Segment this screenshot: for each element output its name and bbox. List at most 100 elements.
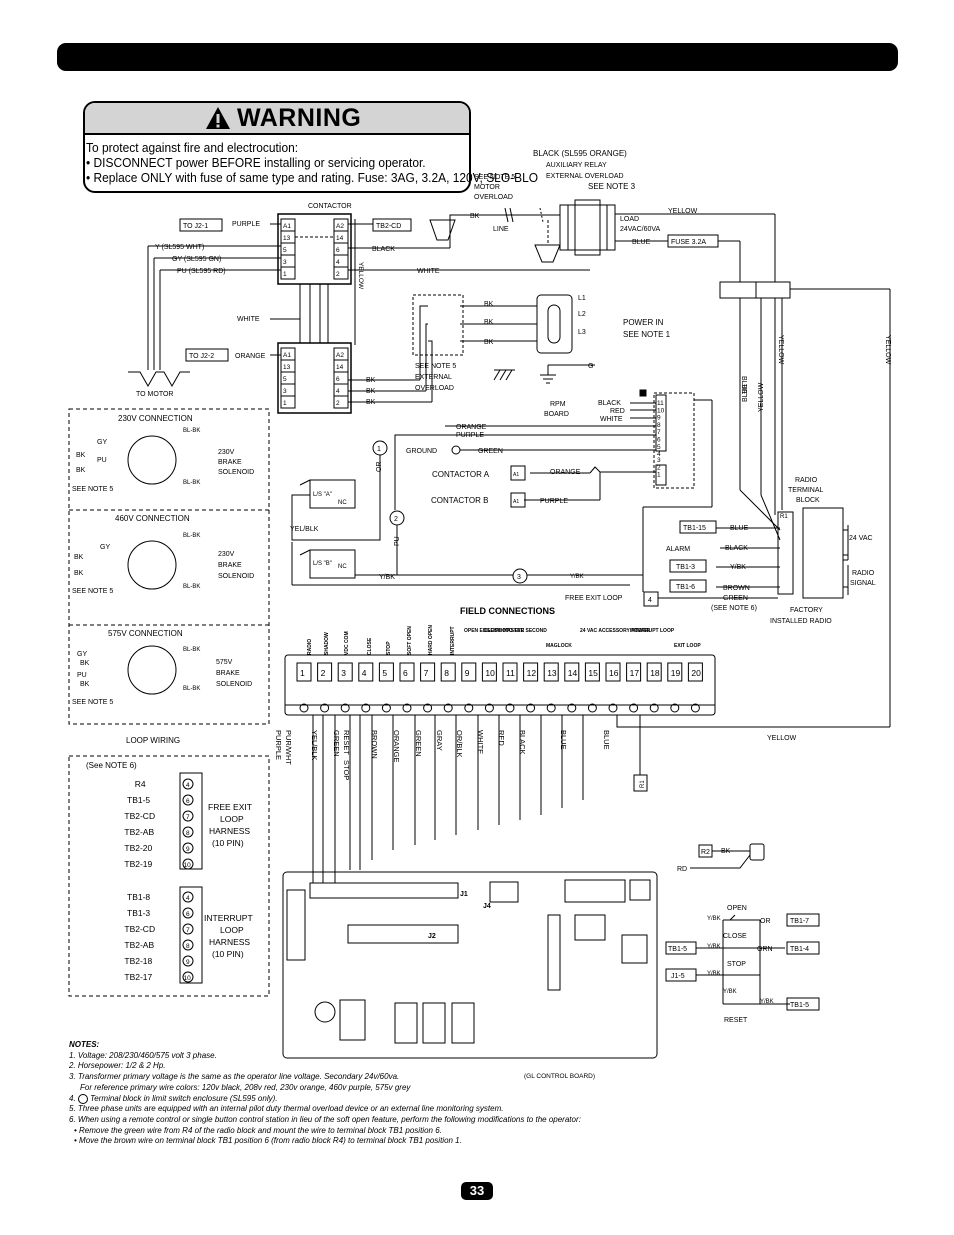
terminal-strip [284, 654, 716, 716]
terminal-header: SOFT OPEN [407, 626, 413, 655]
harness-pin-number: 4 [186, 782, 190, 789]
see-note-5-ext: SEE NOTE 5 [415, 363, 456, 370]
ls-a-nc: NC [338, 500, 347, 506]
harness-pin-label: TB2-18 [124, 956, 152, 966]
rpm-red: RED [610, 408, 625, 415]
terminal-wire-label: BLUE [559, 730, 568, 750]
warning-title: WARNING [237, 103, 362, 132]
blbk-230-bot: BL-BK [183, 480, 200, 486]
circle-4: 4 [648, 597, 652, 604]
gl-control-board [282, 871, 658, 1059]
contactor-upper-left-pin: 3 [283, 259, 287, 266]
terminal-wire-label: WHITE [476, 730, 485, 754]
terminal-wire-label: ORANGE [392, 730, 401, 763]
contactor-upper-right-block [333, 218, 349, 280]
terminal-screw [687, 662, 703, 682]
note-4-text: Terminal block in limit switch enclosure… [90, 1093, 278, 1103]
bk-overload: BK [470, 213, 480, 220]
harness-pin-label: TB2-AB [124, 827, 154, 837]
contactor-lower-right-pin: 4 [336, 388, 340, 395]
ybk-stop: Y/BK [707, 971, 721, 977]
rpm-pin: 11 [657, 400, 664, 407]
terminal-wire-label: RESET [342, 730, 351, 755]
free-exit-3: HARNESS [209, 826, 250, 836]
terminal-screw-head [340, 703, 350, 713]
blbk-230-top: BL-BK [183, 428, 200, 434]
harness-pin-circle [182, 842, 194, 854]
bk-r2: BK [721, 848, 731, 855]
see-note-5-575: SEE NOTE 5 [72, 699, 113, 706]
terminal-screw [667, 662, 683, 682]
terminal-screw-head [361, 703, 371, 713]
contactor-upper-right-pin: 14 [336, 235, 344, 242]
harness-pin-number: 6 [186, 798, 190, 805]
r2-label: R2 [701, 849, 710, 856]
terminal-screw-head [649, 703, 659, 713]
terminal-number: 20 [691, 668, 701, 678]
free-exit-4: (10 PIN) [212, 838, 244, 848]
open-label: OPEN [727, 905, 747, 912]
brake-575: BRAKE [216, 670, 240, 677]
warning-text: To protect against fire and electrocutio… [86, 140, 538, 185]
gy-460: GY [100, 544, 110, 551]
terminal-wire-label: GREEN [414, 730, 423, 757]
ground-label: GROUND [406, 448, 437, 455]
rpm-pin: 2 [657, 464, 661, 471]
or-open: OR [760, 918, 771, 925]
conn-460-label: 460V CONNECTION [115, 514, 190, 523]
terminal-number: 14 [568, 668, 578, 678]
terminal-header: VDC COM [344, 631, 350, 655]
white-wire-label-2: WHITE [237, 316, 260, 323]
external-label: EXTERNAL [415, 374, 452, 381]
rpm-pin: 8 [657, 422, 661, 429]
rpm-label: RPM [550, 401, 566, 408]
radio-blue: BLUE [730, 525, 749, 532]
rpm-green: GREEN [478, 448, 503, 455]
black-wire-label: BLACK [372, 246, 395, 253]
harness-pin-circle [182, 891, 194, 903]
terminal-wire-label: PUR/WHT [284, 730, 293, 765]
blue-vert-2: BLUE [742, 383, 749, 402]
free-exit-2: LOOP [220, 814, 244, 824]
harness-pin-label: TB1-5 [127, 795, 150, 805]
yellow-vert-label: YELLOW [357, 262, 364, 290]
terminal-header: OPEN EDGE/PHOTO EYE [464, 628, 525, 634]
contactor-b-label: CONTACTOR B [431, 496, 488, 505]
to-motor-label: TO MOTOR [136, 391, 173, 398]
int-3: HARNESS [209, 937, 250, 947]
tb1-5-reset: TB1-5 [790, 1002, 809, 1009]
solenoid-575: SOLENOID [216, 681, 252, 688]
interrupt-connector [179, 886, 203, 984]
note-4: 4. Terminal block in limit switch enclos… [69, 1093, 278, 1104]
terminal-wire-label: RED [497, 730, 506, 746]
terminal-header: INTERRUPT LOOP [630, 628, 675, 634]
contactor-upper-left-pin: 5 [283, 247, 287, 254]
terminal-screw-head [526, 703, 536, 713]
pu-sl595-label: PU (SL595 RD) [177, 268, 226, 275]
yellow-trans-label: YELLOW [668, 208, 698, 215]
l2-label: L2 [578, 311, 586, 318]
a1-b: A1 [513, 499, 519, 505]
circle-1: 1 [377, 446, 381, 453]
tb2-cd-box: TB2-CD [376, 223, 401, 230]
ybk-close: Y/BK [707, 944, 721, 950]
bk-1: BK [366, 377, 376, 384]
harness-pin-number: 4 [186, 895, 190, 902]
int-2: LOOP [220, 925, 244, 935]
rpm-pin: 1 [657, 472, 661, 479]
r1-strip: R1 [640, 780, 646, 788]
terminal-number: 9 [465, 668, 470, 678]
terminal-screw-head [423, 703, 433, 713]
gy-sl595-label: GY (SL595 GN) [172, 256, 221, 263]
contactor-lower-right-pin: 2 [336, 400, 340, 407]
note-5: 5. Three phase units are equipped with a… [69, 1104, 504, 1114]
contactor-lower-left-pin: 3 [283, 388, 287, 395]
gl-board-label: (GL CONTROL BOARD) [524, 1073, 595, 1080]
terminal-header: CLOSE [484, 628, 502, 634]
tb1-6-box: TB1-6 [676, 584, 695, 591]
g-label: G [588, 363, 593, 370]
terminal-wire-label: GREEN [332, 730, 341, 757]
terminal-screw [296, 662, 312, 682]
terminal-number: 17 [630, 668, 640, 678]
rd-label: RD [677, 866, 687, 873]
